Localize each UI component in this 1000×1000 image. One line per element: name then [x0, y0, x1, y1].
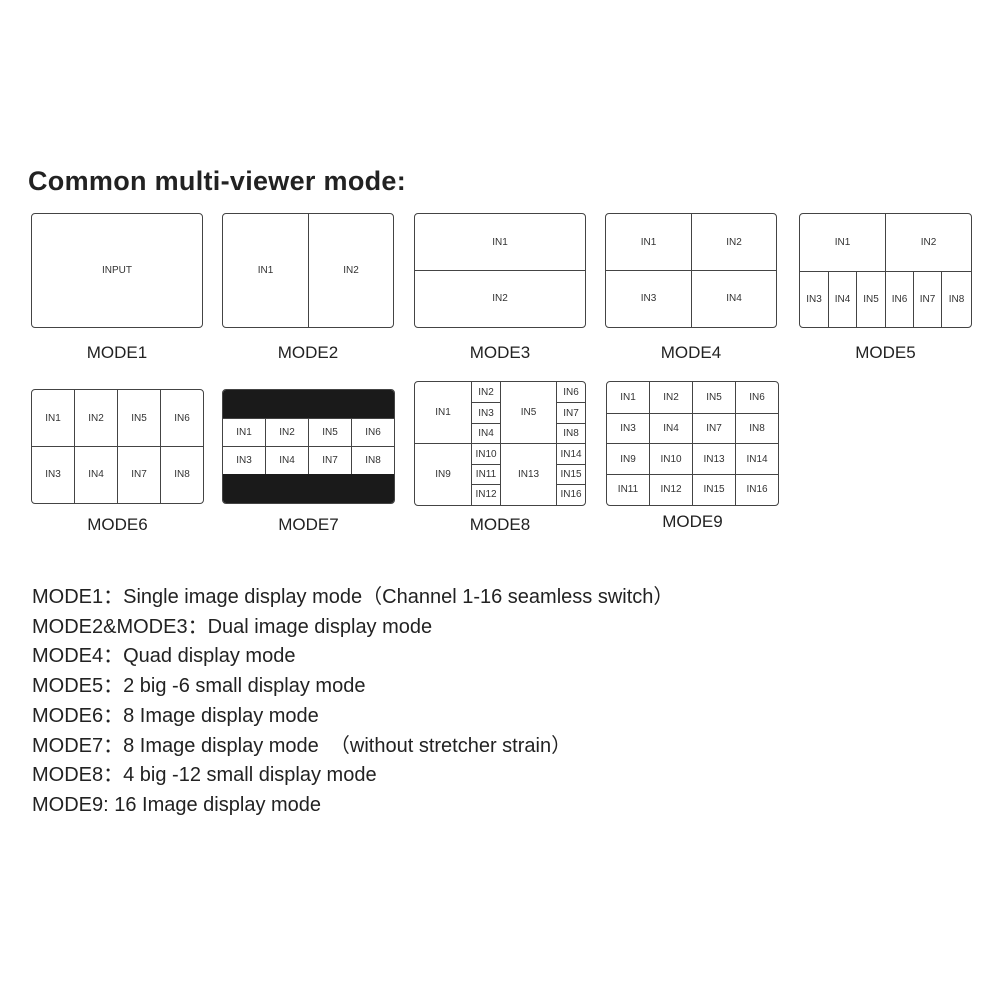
mode3-cell: IN1 — [492, 236, 508, 248]
mode5-cell: IN8 — [948, 294, 965, 305]
mode2-diagram: IN1 IN2 — [222, 213, 394, 328]
mode7-cell: IN4 — [279, 455, 295, 466]
mode2-label: MODE2 — [277, 343, 339, 362]
description-line: MODE1：Single image display mode（Channel … — [32, 586, 674, 608]
mode9-cell: IN11 — [617, 484, 639, 495]
mode4-label: MODE4 — [660, 343, 722, 362]
mode5-cell: IN2 — [920, 237, 937, 248]
mode6-cell: IN7 — [131, 469, 147, 480]
mode8-cell: IN11 — [475, 469, 497, 480]
mode4-cell: IN2 — [726, 236, 742, 248]
mode9-cell: IN14 — [746, 453, 768, 465]
mode8-cell: IN9 — [435, 468, 451, 480]
mode5-diagram: IN1 IN2 IN3 IN4 IN5 IN6 IN7 IN8 — [799, 213, 972, 328]
mode4-cell: IN4 — [726, 293, 742, 304]
mode6-cell: IN1 — [45, 412, 61, 424]
mode8-cell: IN10 — [475, 448, 497, 460]
mode3-diagram: IN1 IN2 — [414, 213, 586, 328]
page-title: Common multi-viewer mode: — [28, 166, 407, 196]
mode9-cell: IN16 — [746, 484, 768, 495]
description-line: MODE5：2 big -6 small display mode — [32, 675, 366, 698]
mode9-cell: IN4 — [663, 423, 679, 434]
mode7-cell: IN5 — [322, 427, 338, 438]
mode9-cell: IN1 — [620, 392, 636, 403]
mode8-cell: IN5 — [520, 407, 537, 418]
mode9-cell: IN7 — [706, 423, 722, 434]
mode8-cell: IN8 — [563, 428, 579, 439]
mode9-cell: IN5 — [706, 392, 722, 403]
mode8-cell: IN14 — [560, 448, 582, 460]
mode9-cell: IN15 — [703, 484, 725, 495]
mode6-cell: IN4 — [88, 469, 104, 480]
mode3-label: MODE3 — [469, 343, 531, 362]
mode8-cell: IN6 — [563, 386, 579, 398]
mode8-cell: IN4 — [478, 428, 494, 439]
mode8-cell: IN7 — [563, 407, 579, 419]
mode2-cell: IN1 — [257, 265, 274, 276]
mode4-cell: IN1 — [640, 236, 657, 248]
mode8-cell: IN16 — [560, 489, 582, 500]
mode6-diagram: IN1 IN2 IN5 IN6 IN3 IN4 IN7 IN8 — [31, 389, 204, 504]
mode7-cell: IN6 — [365, 427, 381, 438]
mode6-cell: IN2 — [88, 412, 104, 424]
mode8-label: MODE8 — [469, 515, 531, 534]
mode8-cell: IN1 — [435, 407, 451, 418]
mode8-cell: IN12 — [475, 489, 497, 500]
mode7-cell: IN8 — [365, 455, 381, 466]
mode6-label: MODE6 — [87, 515, 148, 534]
mode9-cell: IN13 — [703, 453, 725, 465]
description-line: MODE4：Quad display mode — [32, 645, 296, 668]
mode5-cell: IN5 — [863, 294, 879, 305]
mode9-label: MODE9 — [662, 512, 723, 531]
mode7-cell: IN2 — [279, 427, 295, 438]
mode7-cell: IN1 — [236, 427, 252, 438]
mode1-cell: INPUT — [102, 265, 132, 276]
mode1-label: MODE1 — [86, 343, 148, 362]
description-line: MODE6：8 Image display mode — [32, 704, 319, 727]
mode5-cell: IN3 — [806, 294, 822, 305]
mode5-cell: IN1 — [834, 237, 851, 248]
description-line: MODE9: 16 Image display mode — [32, 793, 322, 816]
description-line: MODE8：4 big -12 small display mode — [32, 764, 377, 787]
mode3-cell: IN2 — [492, 293, 508, 304]
mode8-cell: IN2 — [478, 386, 494, 398]
mode9-cell: IN9 — [620, 453, 636, 465]
mode9-diagram: IN1 IN2 IN5 IN6 IN3 IN4 IN7 IN8 IN9 IN10… — [606, 381, 779, 506]
mode9-cell: IN8 — [749, 423, 765, 434]
description-line: MODE7：8 Image display mode （without stre… — [32, 734, 572, 757]
mode4-cell: IN3 — [640, 293, 657, 304]
mode8-cell: IN3 — [478, 407, 494, 419]
mode7-cell: IN7 — [322, 455, 338, 466]
mode7-diagram: IN1 IN2 IN5 IN6 IN3 IN4 IN7 IN8 — [222, 389, 395, 504]
mode8-diagram: IN1 IN2 IN3 IN4 IN5 IN6 IN7 IN8 IN9 IN10… — [414, 381, 586, 506]
mode-descriptions: MODE1：Single image display mode（Channel … — [32, 583, 673, 821]
mode7-cell: IN3 — [236, 455, 252, 466]
mode7-bottom-band — [223, 474, 394, 503]
mode9-cell: IN12 — [660, 484, 682, 495]
description-line: MODE2&MODE3：Dual image display mode — [32, 615, 433, 638]
mode9-cell: IN6 — [749, 392, 765, 403]
mode9-cell: IN2 — [663, 392, 679, 403]
mode2-cell: IN2 — [343, 265, 359, 276]
mode9-cell: IN3 — [620, 423, 636, 434]
mode8-cell: IN13 — [517, 468, 540, 480]
mode5-cell: IN4 — [834, 294, 851, 305]
mode7-top-band — [223, 390, 394, 418]
mode4-diagram: IN1 IN2 IN3 IN4 — [605, 213, 777, 328]
mode1-diagram: INPUT — [31, 213, 203, 328]
mode5-cell: IN7 — [919, 294, 936, 305]
mode6-cell: IN3 — [45, 469, 61, 480]
mode9-cell: IN10 — [660, 453, 682, 465]
mode6-cell: IN6 — [174, 412, 190, 424]
mode7-label: MODE7 — [278, 515, 339, 534]
mode6-cell: IN8 — [174, 469, 190, 480]
mode8-cell: IN15 — [560, 469, 582, 480]
mode5-cell: IN6 — [891, 294, 908, 305]
mode5-label: MODE5 — [855, 343, 916, 362]
mode6-cell: IN5 — [131, 412, 147, 424]
